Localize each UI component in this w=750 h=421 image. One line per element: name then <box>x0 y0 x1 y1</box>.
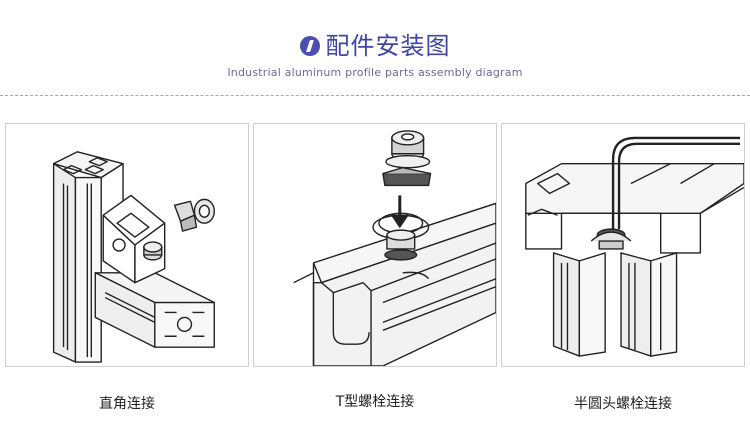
right-angle-bracket-illustration <box>52 151 215 363</box>
caption-round-head: 半圆头螺栓连接 <box>574 396 672 412</box>
page-header: 配件安装图 Industrial aluminum profile parts … <box>0 0 750 100</box>
dashed-divider <box>0 95 750 96</box>
caption-right-angle: 直角连接 <box>99 396 155 412</box>
round-head-bolt-illustration <box>525 136 744 357</box>
panel-t-bolt <box>253 123 497 367</box>
panel-round-head <box>501 123 745 367</box>
page-title: 配件安装图 <box>325 32 451 60</box>
panel-right-angle <box>5 123 249 367</box>
caption-t-bolt: T型螺栓连接 <box>335 394 415 410</box>
title-row: 配件安装图 <box>0 32 750 60</box>
slash-badge-icon <box>299 36 320 56</box>
t-bolt-illustration <box>293 130 496 366</box>
page-subtitle: Industrial aluminum profile parts assemb… <box>227 66 523 79</box>
